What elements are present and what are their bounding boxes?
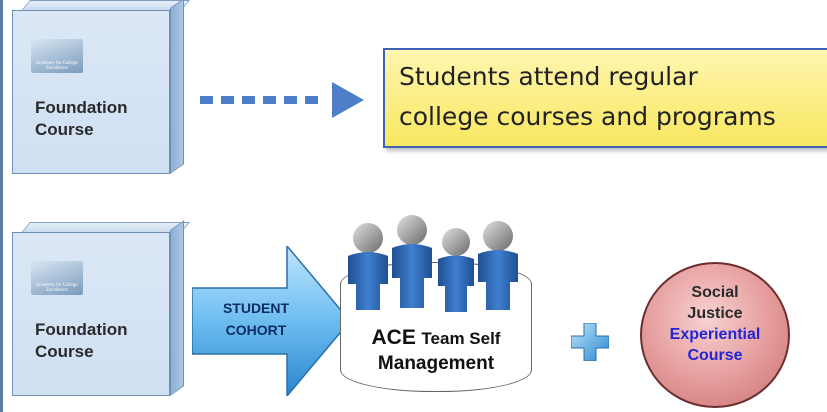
foundation-course-title: Foundation Course	[35, 319, 155, 363]
student-cohort-label: STUDENT COHORT	[206, 297, 306, 341]
team-word-team-self: Team Self	[421, 329, 501, 348]
foundation-course-title: Foundation Course	[35, 97, 155, 141]
regular-courses-callout: Students attend regular college courses …	[383, 48, 827, 148]
box-side-face	[170, 0, 184, 174]
foundation-course-box-top: Academy for College Excellence Foundatio…	[12, 0, 191, 184]
team-label-line2: Management	[377, 353, 495, 374]
arrow-dash	[221, 96, 234, 104]
circle-line1: Social	[691, 284, 739, 301]
people-group-icon	[348, 215, 518, 312]
person-figure	[438, 228, 474, 312]
box-title-line1: Foundation	[35, 320, 128, 339]
arrow-dash	[242, 96, 255, 104]
logo-text: Academy for College Excellence	[36, 60, 78, 70]
circle-line2: Justice	[687, 305, 743, 322]
logo-text: Academy for College Excellence	[36, 282, 78, 292]
foundation-course-box-bottom: Academy for College Excellence Foundatio…	[12, 220, 191, 406]
cohort-line2: COHORT	[225, 322, 287, 338]
box-side-face	[170, 220, 184, 396]
ace-logo-image: Academy for College Excellence	[31, 261, 83, 295]
box-title-line2: Course	[35, 120, 94, 139]
circle-line3: Experiential	[669, 326, 761, 343]
arrow-dash	[200, 96, 213, 104]
callout-line1: Students attend regular	[399, 62, 698, 91]
arrow-dash	[305, 96, 318, 104]
box-title-line2: Course	[35, 342, 94, 361]
team-word-ace: ACE	[371, 326, 416, 349]
circle-line4: Course	[687, 347, 743, 364]
box-front-face: Academy for College Excellence Foundatio…	[12, 232, 170, 396]
person-figure	[392, 215, 432, 308]
callout-line2: college courses and programs	[399, 102, 776, 131]
person-figure	[478, 221, 518, 310]
cohort-line1: STUDENT	[222, 300, 290, 316]
ace-team-self-management-label: ACE Team Self Management	[340, 326, 532, 377]
person-figure	[348, 223, 388, 310]
team-label-line1: ACE Team Self	[340, 326, 532, 351]
box-title-line1: Foundation	[35, 98, 128, 117]
social-justice-course-label: Social Justice Experiential Course	[640, 282, 790, 366]
social-justice-course-circle	[640, 262, 790, 408]
arrow-dash	[263, 96, 276, 104]
left-border-line	[0, 0, 3, 412]
box-front-face: Academy for College Excellence Foundatio…	[12, 10, 170, 174]
plus-icon	[571, 323, 609, 361]
ace-logo-image: Academy for College Excellence	[31, 39, 83, 73]
arrow-head	[332, 82, 364, 118]
arrow-dash	[284, 96, 297, 104]
cohort-arrow-icon	[192, 246, 351, 396]
